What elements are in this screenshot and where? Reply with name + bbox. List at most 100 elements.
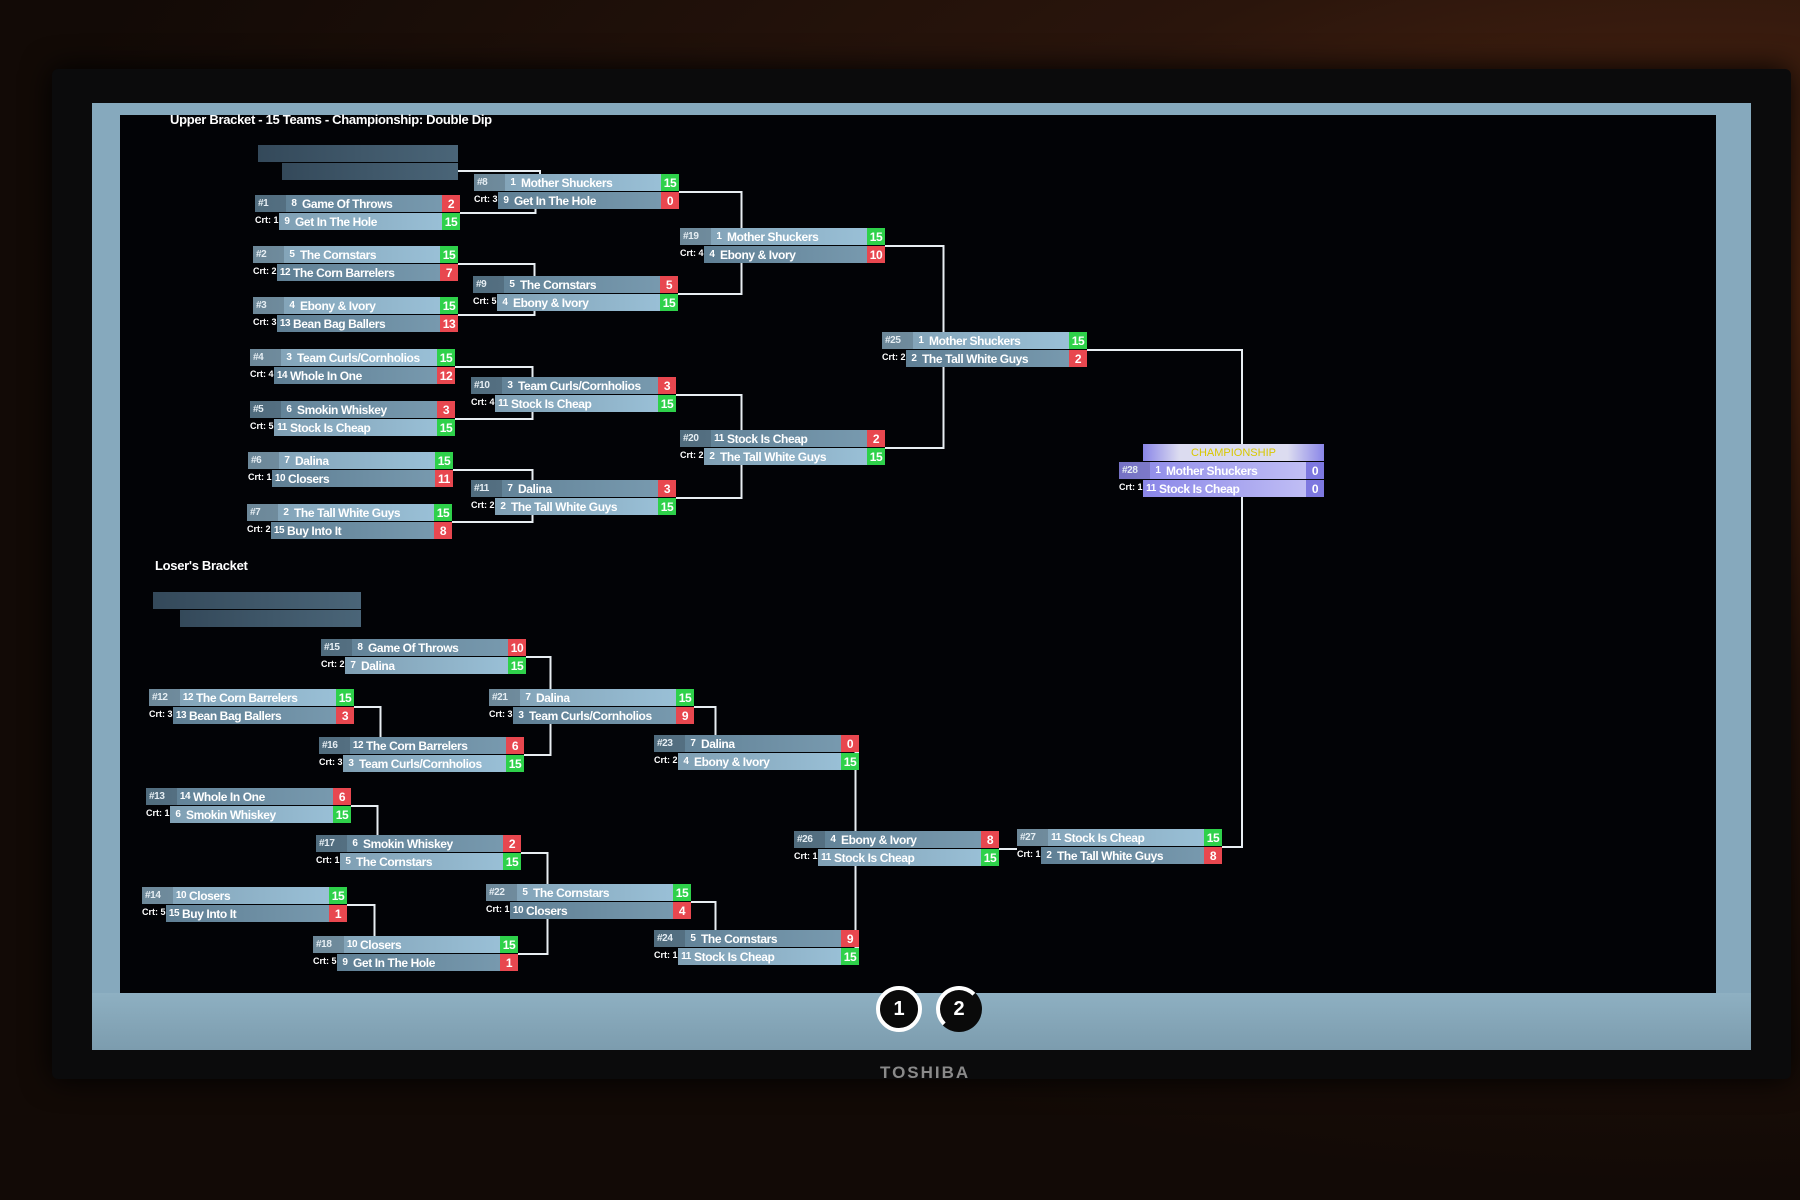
connector-line <box>1222 497 1243 848</box>
match-number: #7 <box>247 504 278 521</box>
connector-line <box>455 412 534 420</box>
team-score: 15 <box>661 174 679 191</box>
team-seed: 1 <box>510 177 516 188</box>
page-1-label: 1 <box>893 997 905 1020</box>
page-1-button[interactable]: 1 <box>876 986 922 1032</box>
bye-placeholder <box>258 145 458 162</box>
team-seed: 5 <box>509 279 515 290</box>
team-score: 15 <box>673 884 691 901</box>
team-name: Stock Is Cheap <box>290 420 371 435</box>
connector-line <box>694 706 717 735</box>
team-score: 11 <box>435 470 453 487</box>
team-name: Get In The Hole <box>514 193 597 208</box>
team-seed: 3 <box>507 380 513 391</box>
page-2-button[interactable]: 2 <box>936 986 982 1032</box>
